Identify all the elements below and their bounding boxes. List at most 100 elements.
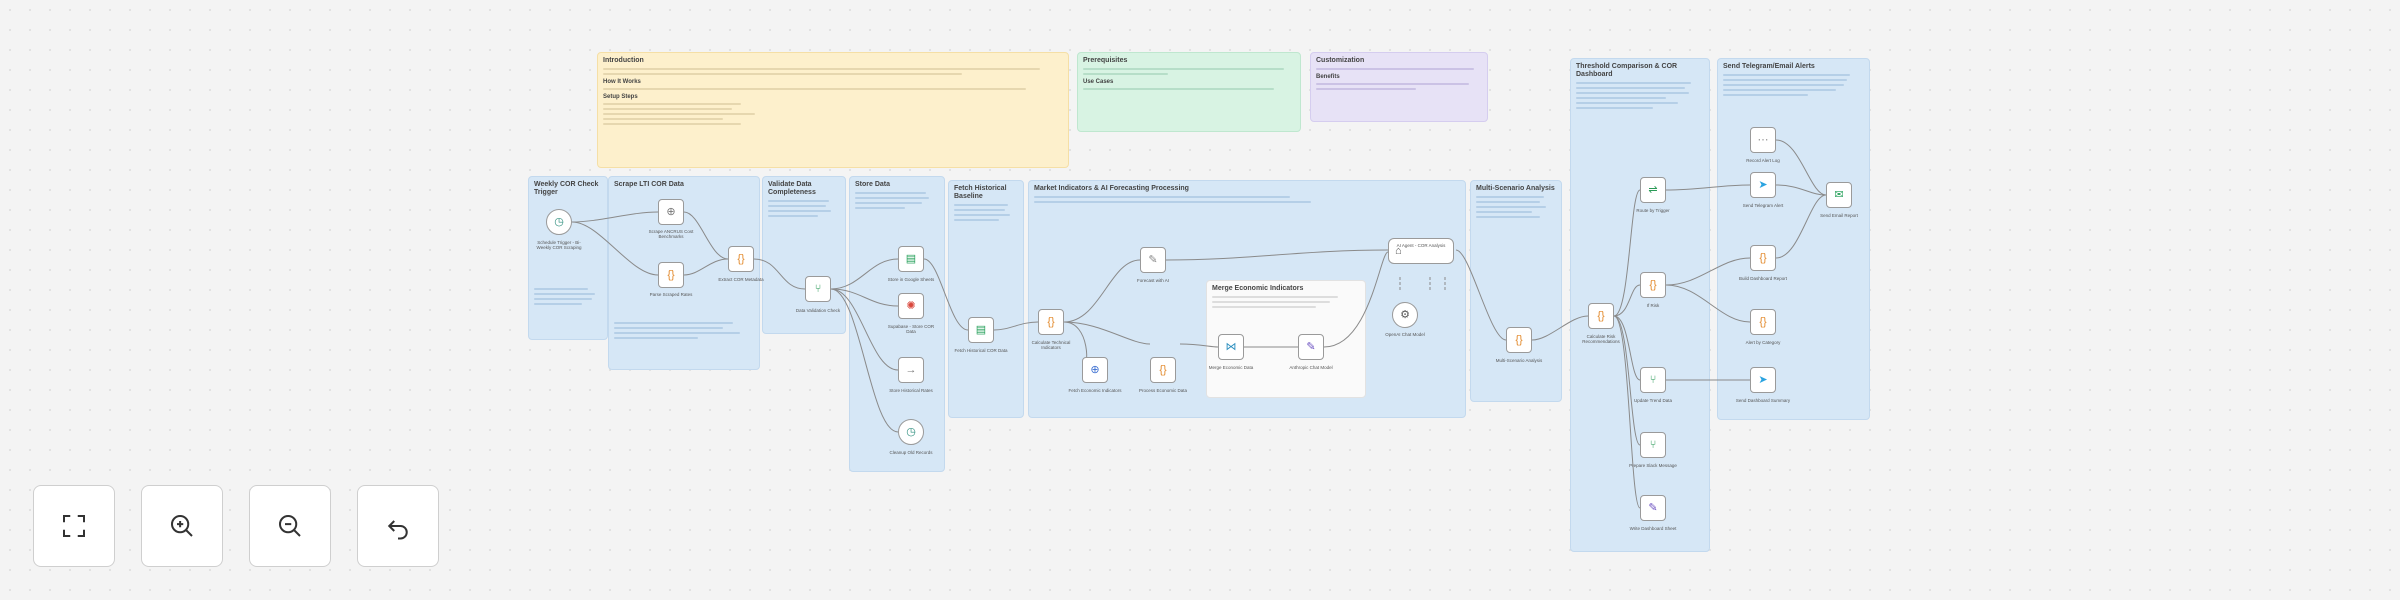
node-label: Write Dashboard Sheet bbox=[1629, 526, 1677, 531]
note-scrape[interactable]: Scrape LTI COR Data bbox=[608, 176, 760, 370]
node-label: Cleanup Old Records bbox=[889, 450, 933, 455]
node-label: Record Alert Log bbox=[1746, 158, 1780, 163]
pen-node[interactable]: ✎ bbox=[1640, 495, 1666, 521]
note-title: Fetch Historical Baseline bbox=[954, 185, 1007, 200]
robot-icon: ⌂ bbox=[1395, 244, 1402, 257]
node-label: Extract COR Metadata bbox=[718, 277, 764, 282]
note-multi[interactable]: Multi-Scenario Analysis bbox=[1470, 180, 1562, 402]
code-braces-icon: {} bbox=[1597, 309, 1605, 322]
node-label: Data Validation Check bbox=[795, 308, 841, 313]
node-label: Send Email Report bbox=[1820, 213, 1858, 218]
merge-node[interactable]: ⋈ bbox=[1218, 334, 1244, 360]
google-sheets-node[interactable]: ▤ bbox=[968, 317, 994, 343]
code-node[interactable]: {} bbox=[1588, 303, 1614, 329]
pinwheel-icon: ✺ bbox=[906, 299, 916, 312]
note-prerequisites[interactable]: Prerequisites Use Cases bbox=[1077, 52, 1301, 132]
code-node[interactable]: {} bbox=[1750, 309, 1776, 335]
code-braces-icon: {} bbox=[1759, 315, 1767, 328]
zoom-in-button[interactable] bbox=[141, 485, 223, 567]
note-subtitle: How It Works bbox=[603, 79, 641, 85]
note-title: Prerequisites bbox=[1083, 57, 1128, 64]
note-title: Weekly COR Check Trigger bbox=[534, 181, 599, 196]
fit-view-button[interactable] bbox=[33, 485, 115, 567]
email-node[interactable]: ✉ bbox=[1826, 182, 1852, 208]
noop-node[interactable]: ⋯ bbox=[1750, 127, 1776, 153]
note-title: Store Data bbox=[855, 181, 891, 188]
code-node[interactable]: {} bbox=[1506, 327, 1532, 353]
note-introduction[interactable]: Introduction How It Works Setup Steps bbox=[597, 52, 1069, 168]
note-title: Scrape LTI COR Data bbox=[614, 181, 684, 188]
branch-icon: ⑂ bbox=[1649, 373, 1657, 386]
fit-view-icon bbox=[63, 515, 85, 537]
node-label: If Risk bbox=[1646, 303, 1660, 308]
node-label: Calculate Technical Indicators bbox=[1031, 340, 1071, 350]
zoom-out-button[interactable] bbox=[249, 485, 331, 567]
code-node[interactable]: {} bbox=[1150, 357, 1176, 383]
code-node[interactable]: {} bbox=[658, 262, 684, 288]
schedule-trigger-node[interactable]: ◷ bbox=[546, 209, 572, 235]
node-label: Fetch Economic Indicators bbox=[1068, 388, 1122, 393]
note-title: Market Indicators & AI Forecasting Proce… bbox=[1034, 185, 1189, 192]
code-braces-icon: {} bbox=[1159, 363, 1167, 376]
globe-icon: ⊕ bbox=[666, 205, 676, 218]
undo-icon bbox=[387, 520, 408, 540]
pencil-icon: ✎ bbox=[1648, 501, 1658, 514]
note-subtitle: Benefits bbox=[1316, 74, 1340, 80]
pen-node[interactable]: ✎ bbox=[1298, 334, 1324, 360]
node-label: Fetch Historical COR Data bbox=[954, 348, 1008, 353]
clock-icon: ◷ bbox=[554, 215, 564, 228]
undo-button[interactable] bbox=[357, 485, 439, 567]
note-title: Introduction bbox=[603, 57, 644, 64]
node-label: Prepare Slack Message bbox=[1629, 463, 1677, 468]
google-sheets-node[interactable]: ▤ bbox=[898, 246, 924, 272]
arrow-node[interactable]: → bbox=[898, 357, 924, 383]
code-node[interactable]: {} bbox=[728, 246, 754, 272]
node-label: Supabase - Store COR Data bbox=[887, 324, 935, 334]
arrow-right-icon: → bbox=[905, 363, 917, 376]
http-request-node[interactable]: ⊕ bbox=[658, 199, 684, 225]
note-weekly[interactable]: Weekly COR Check Trigger bbox=[528, 176, 608, 340]
supabase-node[interactable]: ✺ bbox=[898, 293, 924, 319]
code-braces-icon: {} bbox=[667, 268, 675, 281]
pencil-icon: ✎ bbox=[1148, 253, 1158, 266]
pencil-icon: ✎ bbox=[1306, 340, 1316, 353]
switch-node[interactable]: ⇌ bbox=[1640, 177, 1666, 203]
note-title: Validate Data Completeness bbox=[768, 181, 816, 196]
schedule-node[interactable]: ◷ bbox=[898, 419, 924, 445]
note-title: Threshold Comparison & COR Dashboard bbox=[1576, 63, 1678, 78]
note-subtitle: Use Cases bbox=[1083, 79, 1114, 85]
note-title: Send Telegram/Email Alerts bbox=[1723, 63, 1815, 70]
note-send-alerts[interactable]: Send Telegram/Email Alerts bbox=[1717, 58, 1870, 420]
telegram-node[interactable]: ➤ bbox=[1750, 367, 1776, 393]
if-node[interactable]: ⑂ bbox=[1640, 432, 1666, 458]
sheets-icon: ▤ bbox=[975, 323, 987, 336]
node-label: Alert by Category bbox=[1745, 340, 1781, 345]
node-label: Build Dashboard Report bbox=[1738, 276, 1788, 281]
node-label: Forecast with AI bbox=[1136, 278, 1169, 283]
if-node[interactable]: ⑂ bbox=[805, 276, 831, 302]
node-label: Update Trend Data bbox=[1633, 398, 1673, 403]
node-label: Parse Scraped Rates bbox=[649, 292, 693, 297]
ai-agent-node[interactable]: ⌂ bbox=[1388, 238, 1454, 264]
pen-node[interactable]: ✎ bbox=[1140, 247, 1166, 273]
node-label: Anthropic Chat Model bbox=[1289, 365, 1333, 370]
code-node[interactable]: {} bbox=[1640, 272, 1666, 298]
note-validate[interactable]: Validate Data Completeness bbox=[762, 176, 846, 334]
branch-icon: ⑂ bbox=[814, 282, 822, 295]
node-label: Send Dashboard Summary bbox=[1735, 398, 1791, 403]
code-node[interactable]: {} bbox=[1750, 245, 1776, 271]
code-node[interactable]: {} bbox=[1038, 309, 1064, 335]
note-customization[interactable]: Customization Benefits bbox=[1310, 52, 1488, 122]
node-label: Send Telegram Alert bbox=[1742, 203, 1784, 208]
if-node[interactable]: ⑂ bbox=[1640, 367, 1666, 393]
note-subtitle: Setup Steps bbox=[603, 94, 638, 100]
note-fetch[interactable]: Fetch Historical Baseline bbox=[948, 180, 1024, 418]
telegram-node[interactable]: ➤ bbox=[1750, 172, 1776, 198]
note-store[interactable]: Store Data bbox=[849, 176, 945, 472]
zoom-in-icon bbox=[171, 515, 193, 537]
code-braces-icon: {} bbox=[737, 252, 745, 265]
chat-model-node[interactable]: ⚙ bbox=[1392, 302, 1418, 328]
sheets-icon: ▤ bbox=[905, 252, 917, 265]
http-request-node[interactable]: ⊕ bbox=[1082, 357, 1108, 383]
